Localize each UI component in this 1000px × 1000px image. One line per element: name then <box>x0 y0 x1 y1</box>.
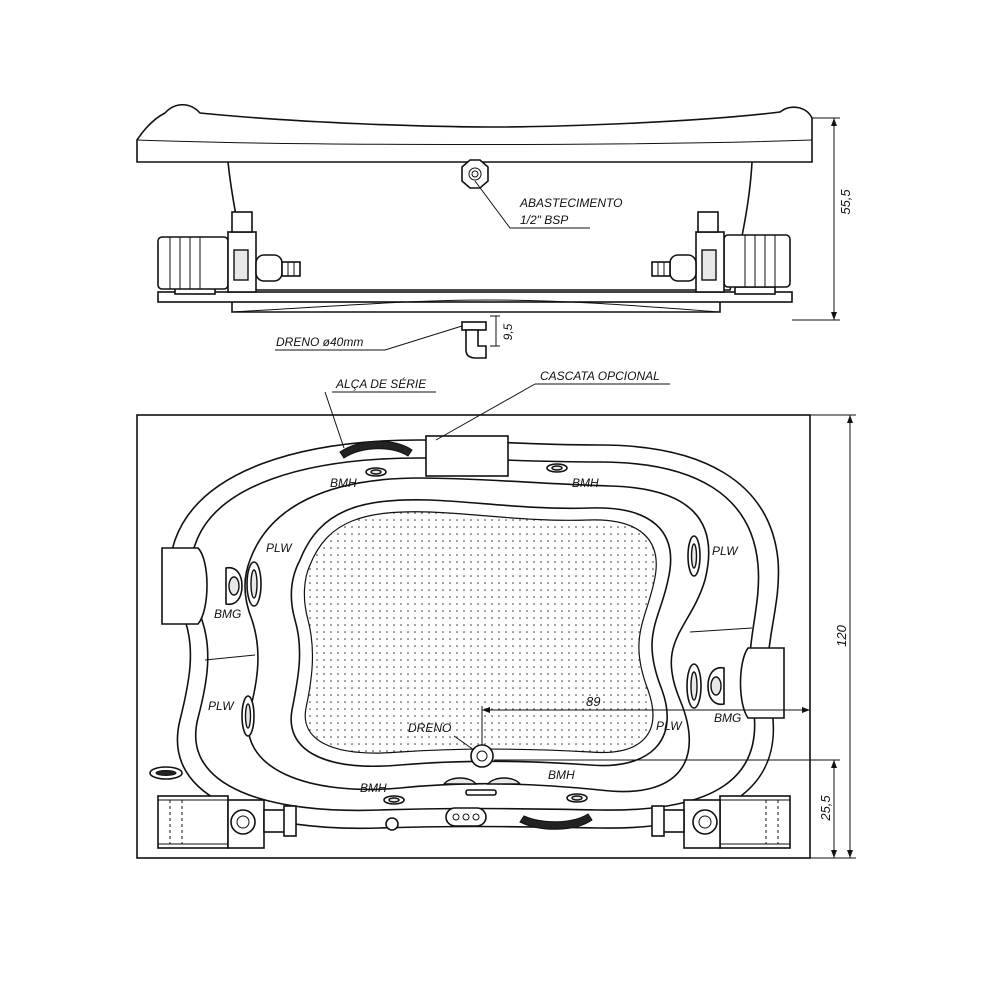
alca-leader <box>324 391 345 449</box>
pump-motor-plan-right <box>651 795 791 849</box>
plan-view: ALÇA DE SÉRIE CASCATA OPCIONAL BMH BMH B… <box>136 369 856 859</box>
inner-basin-floor <box>303 511 657 754</box>
inner-basin-edge <box>290 498 672 767</box>
dim-89: 89 <box>586 694 600 709</box>
label-bsp: 1/2" BSP <box>520 213 568 227</box>
drain-plan <box>470 744 494 768</box>
label-plw-4: PLW <box>656 719 683 733</box>
label-plw-1: PLW <box>266 541 293 555</box>
bmg-jet-left <box>225 561 262 607</box>
cascata-leader <box>435 383 536 441</box>
label-bmh-2: BMH <box>572 476 599 490</box>
suction-grilles <box>442 777 522 796</box>
pillow-left <box>161 547 208 625</box>
tub-rim <box>136 103 813 163</box>
label-alca: ALÇA DE SÉRIE <box>335 376 427 391</box>
label-plw-3: PLW <box>208 699 235 713</box>
label-dreno: DRENO <box>408 721 451 735</box>
label-bmh-4: BMH <box>548 768 575 782</box>
label-bmg-2: BMG <box>714 711 741 725</box>
pump-motor-left <box>157 211 301 293</box>
label-abastecimento: ABASTECIMENTO <box>519 196 622 210</box>
label-bmg-1: BMG <box>214 607 241 621</box>
pump-motor-plan-left <box>157 795 297 849</box>
label-plw-2: PLW <box>712 544 739 558</box>
side-view: ABASTECIMENTO 1/2" BSP DRENO ø40mm 55,5 … <box>136 103 853 359</box>
deck-outline <box>136 414 811 859</box>
dim-9-5: 9,5 <box>501 323 515 340</box>
base-plate <box>157 291 793 303</box>
dim-width-total: 120 <box>810 414 856 859</box>
bmg-jet-right <box>686 663 725 709</box>
dim-25-5: 25,5 <box>818 795 833 822</box>
dim-drain-edge: 25,5 <box>494 759 840 858</box>
dreno-leader <box>453 735 475 751</box>
dim-55-5: 55,5 <box>838 189 853 215</box>
label-cascata: CASCATA OPCIONAL <box>540 369 660 383</box>
foot-right-1 <box>734 286 776 295</box>
drain-leader <box>275 325 463 351</box>
pump-motor-right <box>651 211 791 293</box>
tub-body <box>227 161 753 291</box>
label-bmh-1: BMH <box>330 476 357 490</box>
pillow-right <box>739 647 785 719</box>
overflow-plan <box>385 817 399 831</box>
label-dreno-40: DRENO ø40mm <box>276 335 363 349</box>
dim-120: 120 <box>834 624 849 646</box>
label-bmh-3: BMH <box>360 781 387 795</box>
dim-drain-offset: 89 <box>481 694 810 745</box>
supply-leader <box>474 180 590 229</box>
supply-fitting <box>461 159 489 189</box>
cascata-block <box>425 435 509 477</box>
handle-bottom <box>519 813 593 830</box>
dim-height-side: 55,5 <box>792 117 853 321</box>
drain-elbow <box>461 321 487 359</box>
dim-drain-height: 9,5 <box>490 315 515 347</box>
handle-top <box>339 440 413 459</box>
base-bottom <box>231 302 721 313</box>
control-panel <box>445 807 487 827</box>
